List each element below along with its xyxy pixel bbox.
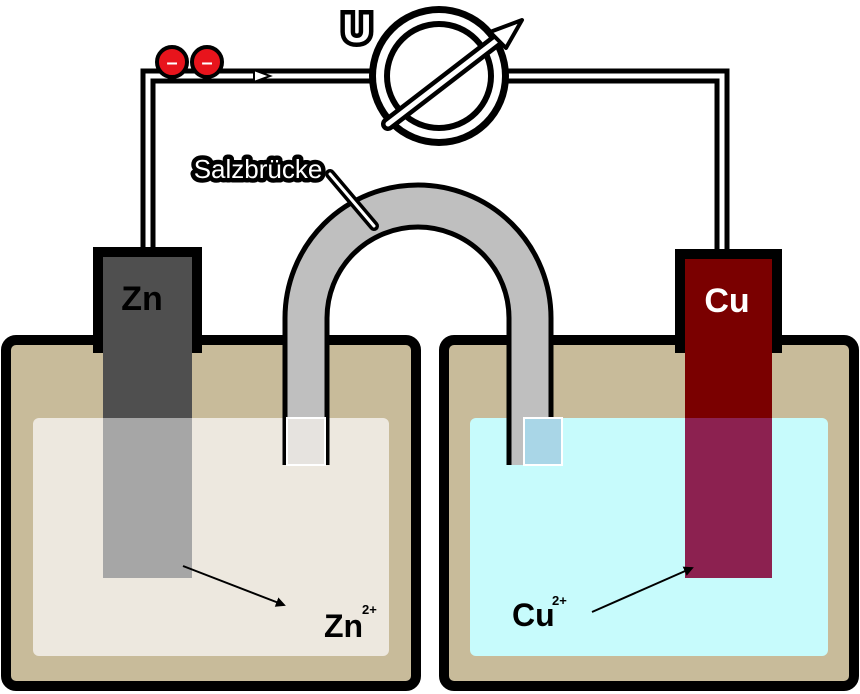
copper-ion-arrow	[591, 566, 694, 613]
salt-bridge-label: Salzbrücke	[194, 154, 323, 184]
copper-electrode-label: Cu	[704, 282, 749, 320]
zinc-ion-charge: 2+	[362, 602, 377, 617]
copper-ion-symbol: Cu	[512, 597, 555, 633]
voltmeter-label: U	[343, 7, 372, 51]
electron-sign: –	[166, 52, 177, 74]
zinc-ion-arrow	[182, 565, 286, 607]
electron-icon: –	[190, 45, 224, 79]
salt-bridge-pointer	[325, 169, 379, 231]
zinc-electrode-label: Zn	[121, 280, 163, 318]
circuit-wire	[140, 68, 730, 258]
electron-flow-arrow-icon	[253, 68, 273, 84]
copper-electrode: Cu	[675, 249, 782, 578]
voltmeter-needle-arrow-icon	[488, 18, 524, 50]
zinc-ion-symbol: Zn	[324, 608, 363, 644]
zinc-electrode: Zn	[93, 247, 202, 578]
salt-bridge	[282, 182, 563, 466]
right-beaker	[439, 335, 859, 691]
electron-sign: –	[201, 52, 212, 74]
electrons: – –	[155, 45, 224, 79]
electron-icon: –	[155, 45, 189, 79]
voltmeter: U	[338, 3, 524, 146]
copper-ion-charge: 2+	[552, 593, 567, 608]
zinc-ion-label: Zn 2+	[324, 602, 377, 644]
copper-ion-label: Cu 2+	[512, 593, 567, 633]
